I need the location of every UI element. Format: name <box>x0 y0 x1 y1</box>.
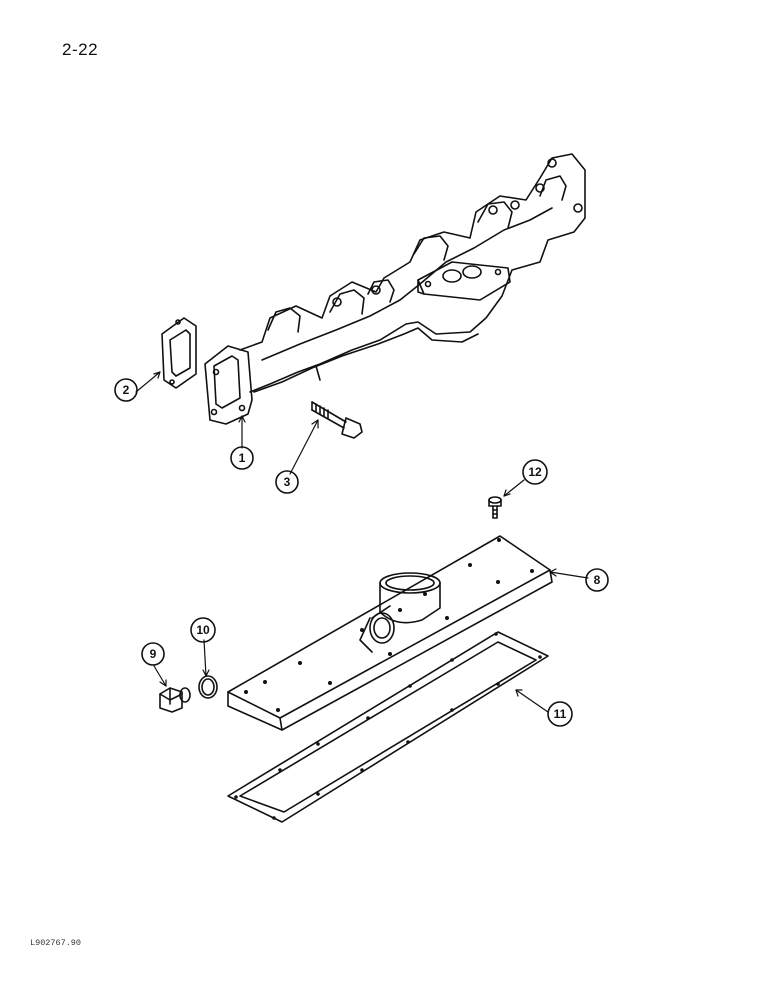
manifold-gasket <box>161 317 197 389</box>
cover-plate <box>227 535 553 731</box>
callout-11: 11 <box>547 701 573 727</box>
callout-11-label: 11 <box>554 707 567 721</box>
callout-10: 10 <box>190 617 216 643</box>
drawing-reference-code: L902767.90 <box>30 938 82 948</box>
page-number: 2-22 <box>62 40 99 59</box>
callout-1: 1 <box>230 446 254 470</box>
cover-gasket <box>227 631 549 823</box>
callout-2-label: 2 <box>123 383 130 397</box>
callout-3-label: 3 <box>284 475 291 489</box>
plug <box>159 687 191 713</box>
callout-9: 9 <box>141 642 165 666</box>
callout-1-label: 1 <box>239 451 246 465</box>
callout-9-label: 9 <box>150 647 157 661</box>
manifold-bolt <box>311 401 363 439</box>
callout-8-label: 8 <box>594 573 601 587</box>
o-ring <box>198 675 218 699</box>
callout-2: 2 <box>114 378 138 402</box>
callout-3: 3 <box>275 470 299 494</box>
exhaust-manifold <box>204 153 586 425</box>
callout-8: 8 <box>585 568 609 592</box>
callout-12-label: 12 <box>528 465 542 479</box>
callout-10-label: 10 <box>196 623 210 637</box>
callout-leaders <box>135 371 589 713</box>
cap-screw <box>488 496 502 519</box>
callout-12: 12 <box>522 459 548 485</box>
